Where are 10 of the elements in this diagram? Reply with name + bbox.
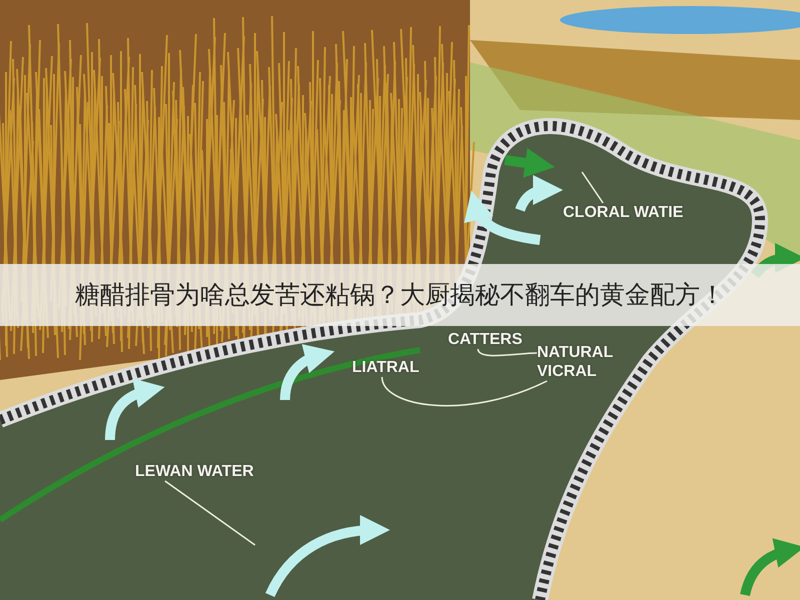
title-banner: 糖醋排骨为啥总发苦还粘锅？大厨揭秘不翻车的黄金配方！ [0, 264, 800, 326]
leader-line [381, 376, 548, 406]
water-label: CATTERS [448, 330, 522, 349]
water-label: NATURAL VICRAL [537, 343, 647, 381]
leader-line [164, 480, 256, 546]
leader-line [477, 348, 538, 356]
water-label: LIATRAL [352, 358, 420, 377]
water-label: LEWAN WATER [135, 462, 254, 481]
leader-line [581, 172, 604, 204]
water-label: CLORAL WATIE [563, 203, 684, 222]
